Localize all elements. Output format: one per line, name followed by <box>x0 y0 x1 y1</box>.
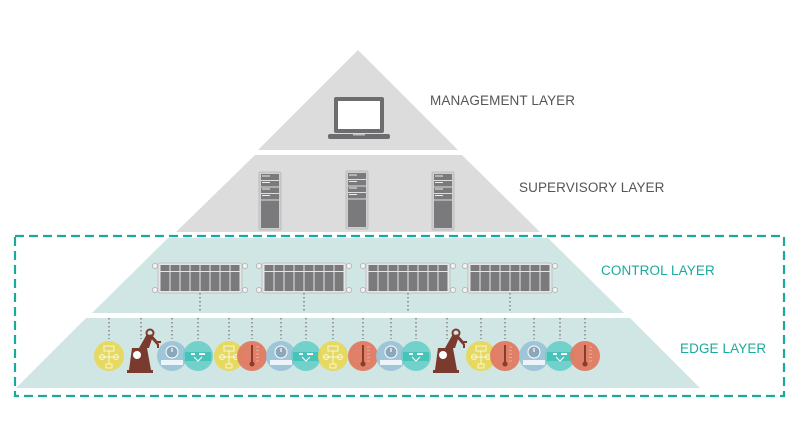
valve-icon <box>183 341 213 371</box>
thermometer-icon <box>570 341 600 371</box>
valve-icon <box>291 341 321 371</box>
control-layer-band <box>92 238 624 313</box>
plc-rack-icon <box>151 262 248 294</box>
thermometer-icon <box>490 341 520 371</box>
layer-separator <box>88 313 628 318</box>
supervisory-layer-label: SUPERVISORY LAYER <box>519 180 665 195</box>
thermometer-icon <box>237 341 267 371</box>
laptop-icon <box>328 97 390 139</box>
gauge-icon <box>157 341 187 371</box>
plc-rack-icon <box>255 262 352 294</box>
flowchart-icon <box>94 341 124 371</box>
server-icon <box>345 170 369 230</box>
flowchart-icon <box>318 341 348 371</box>
plc-rack-icon <box>461 262 559 294</box>
flowchart-icon <box>214 341 244 371</box>
edge-layer-label: EDGE LAYER <box>680 341 767 356</box>
management-layer-label: MANAGEMENT LAYER <box>430 93 576 108</box>
robot-arm-icon <box>127 328 161 373</box>
robot-arm-icon <box>433 328 467 373</box>
server-icon <box>258 171 282 231</box>
thermometer-icon <box>348 341 378 371</box>
control-edge-highlight-box <box>13 234 786 398</box>
server-icon <box>431 171 455 231</box>
valve-icon <box>545 341 575 371</box>
gauge-icon <box>519 341 549 371</box>
gauge-icon <box>376 341 406 371</box>
gauge-icon <box>266 341 296 371</box>
control-layer-label: CONTROL LAYER <box>601 263 715 278</box>
plc-rack-icon <box>359 262 456 294</box>
valve-icon <box>401 341 431 371</box>
